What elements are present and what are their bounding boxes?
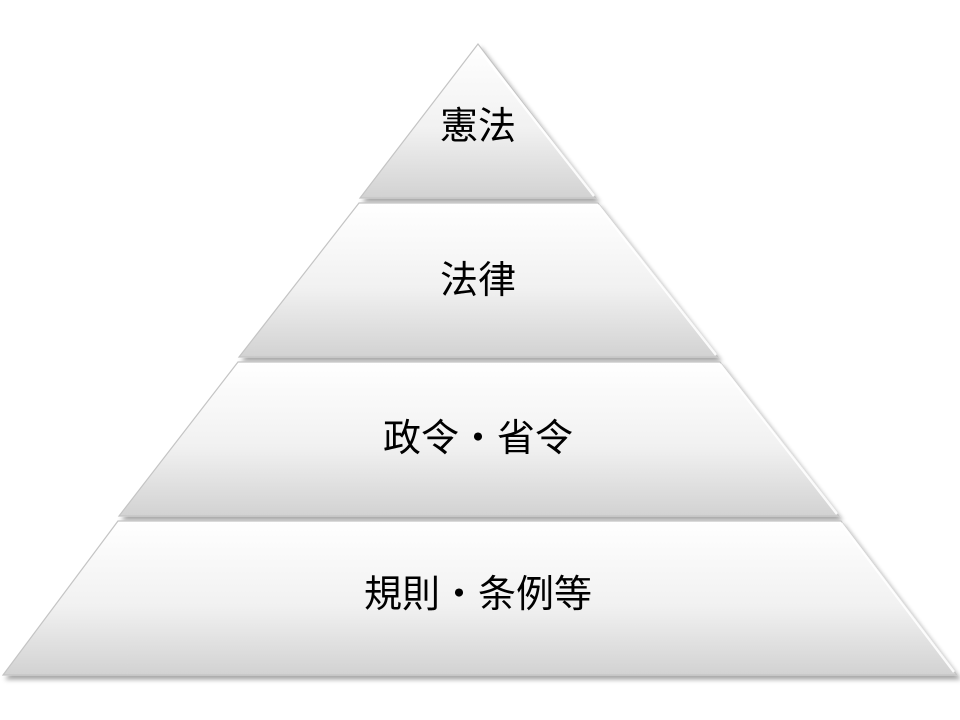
tier-1-shape	[358, 43, 598, 199]
tier-2-highlight	[597, 204, 717, 356]
tier-1-label: 憲法	[440, 104, 516, 148]
tier-3-highlight	[719, 363, 838, 515]
tier-2-label: 法律	[440, 258, 516, 302]
tier-3-shape	[117, 361, 841, 517]
tier-1-highlight	[477, 47, 595, 197]
tier-4-label: 規則・条例等	[364, 572, 592, 616]
tier-4-shape	[1, 520, 959, 676]
tier-2-shape	[237, 202, 720, 358]
pyramid-tier-2: 法律	[237, 202, 720, 358]
tier-4-highlight	[840, 522, 955, 673]
pyramid-tier-3: 政令・省令	[117, 361, 841, 517]
tier-3-label: 政令・省令	[383, 416, 573, 460]
pyramid-tier-4: 規則・条例等	[1, 520, 959, 676]
pyramid-tier-1: 憲法	[358, 43, 598, 199]
